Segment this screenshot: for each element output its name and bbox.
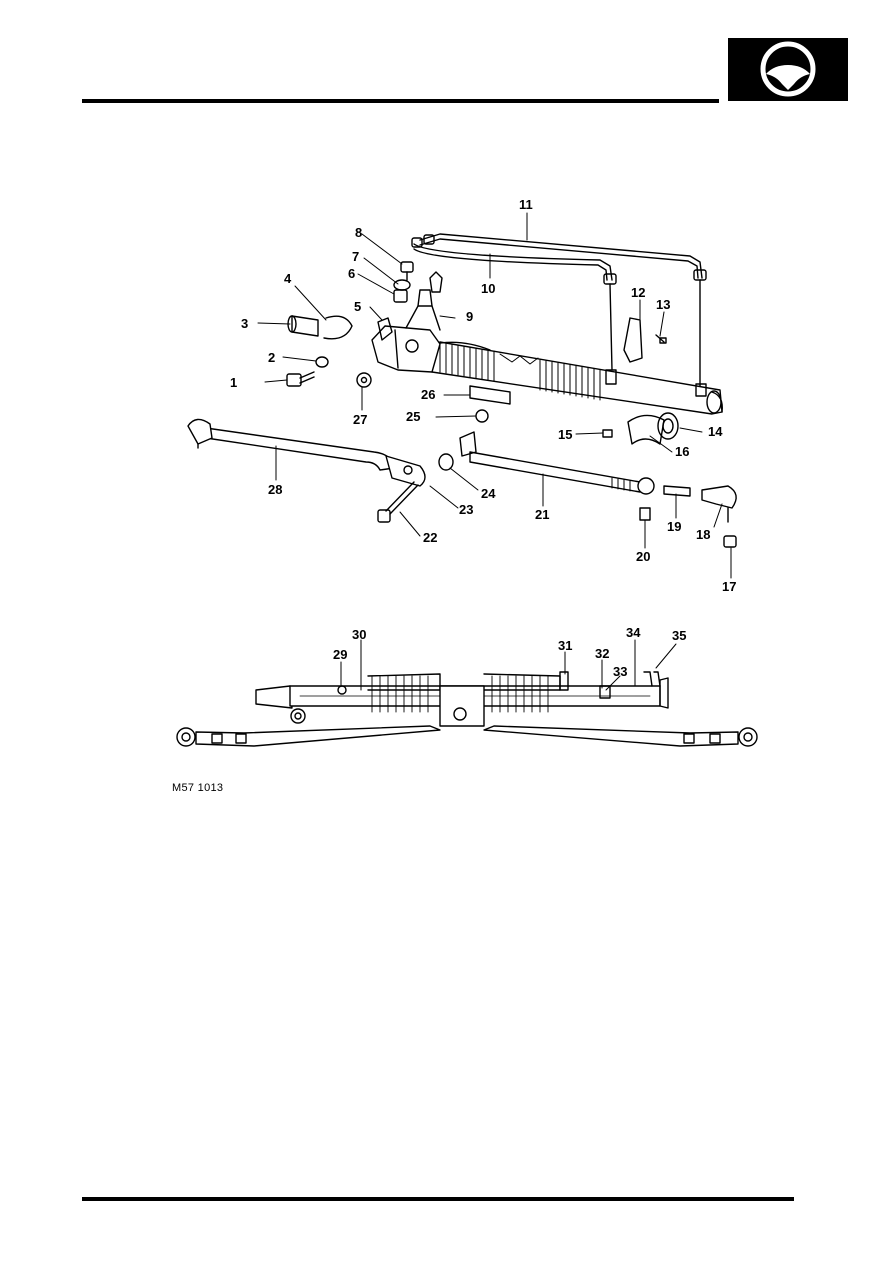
callout-23: 23 <box>459 502 473 517</box>
steering-wheel-icon <box>760 41 816 97</box>
part-4-clip <box>323 315 353 340</box>
callout-27: 27 <box>353 412 367 427</box>
callout-26: 26 <box>421 387 435 402</box>
callout-4: 4 <box>284 271 292 286</box>
part-2-seal <box>315 356 329 368</box>
callout-9: 9 <box>466 309 473 324</box>
footer-rule <box>82 1197 794 1201</box>
part-8 <box>400 261 414 281</box>
part-6 <box>393 289 408 303</box>
callout-11: 11 <box>519 197 533 212</box>
callout-34: 34 <box>626 625 641 640</box>
callout-12: 12 <box>631 285 645 300</box>
part-26-block <box>469 385 511 405</box>
part-15-screw <box>602 429 613 438</box>
tie-rod-21 <box>459 431 655 495</box>
callout-6: 6 <box>348 266 355 281</box>
callout-labels: 1 2 3 4 5 6 7 8 9 10 11 12 13 14 15 16 1… <box>230 197 736 679</box>
callout-30: 30 <box>352 627 366 642</box>
part-24-bush <box>438 453 454 471</box>
part-22-bolt <box>377 481 419 523</box>
part-25-bush <box>475 409 489 423</box>
callout-29: 29 <box>333 647 347 662</box>
part-7 <box>393 279 411 291</box>
callout-35: 35 <box>672 628 686 643</box>
section-tab <box>728 38 848 101</box>
header-rule <box>82 99 719 103</box>
callout-31: 31 <box>558 638 572 653</box>
callout-7: 7 <box>352 249 359 264</box>
part-3-cap <box>287 315 319 337</box>
callout-28: 28 <box>268 482 282 497</box>
callout-5: 5 <box>354 299 361 314</box>
callout-18: 18 <box>696 527 710 542</box>
callout-14: 14 <box>708 424 723 439</box>
part-18-tie-rod-end <box>701 485 737 523</box>
part-20-nipple <box>639 507 651 521</box>
figure-code: M57 1013 <box>172 782 224 794</box>
leader-lines <box>257 212 732 691</box>
lower-tie-rods <box>176 725 758 747</box>
rack-housing <box>429 341 723 415</box>
part-17-nut <box>723 535 737 548</box>
callout-8: 8 <box>355 225 362 240</box>
callout-13: 13 <box>656 297 670 312</box>
callout-3: 3 <box>241 316 248 331</box>
callout-22: 22 <box>423 530 437 545</box>
callout-2: 2 <box>268 350 275 365</box>
rack-section-view <box>255 671 669 727</box>
callout-21: 21 <box>535 507 549 522</box>
part-13-bolt <box>655 334 667 344</box>
callout-32: 32 <box>595 646 609 661</box>
callout-10: 10 <box>481 281 495 296</box>
part-1-bolt <box>286 371 315 387</box>
fluid-pipe-10 <box>413 243 617 371</box>
callout-24: 24 <box>481 486 496 501</box>
callout-16: 16 <box>675 444 689 459</box>
callout-15: 15 <box>558 427 572 442</box>
part-5-bracket <box>377 317 393 341</box>
tie-rod-28 <box>187 418 426 487</box>
part-19-adjuster <box>663 485 691 497</box>
callout-1: 1 <box>230 375 237 390</box>
valve-housing <box>371 271 443 373</box>
part-16-clamp <box>627 414 665 445</box>
callout-17: 17 <box>722 579 736 594</box>
part-27-nut <box>356 372 372 388</box>
callout-19: 19 <box>667 519 681 534</box>
part-12-bracket <box>623 317 643 363</box>
fluid-pipe-11 <box>411 233 707 391</box>
callout-25: 25 <box>406 409 420 424</box>
callout-20: 20 <box>636 549 650 564</box>
callout-33: 33 <box>613 664 627 679</box>
